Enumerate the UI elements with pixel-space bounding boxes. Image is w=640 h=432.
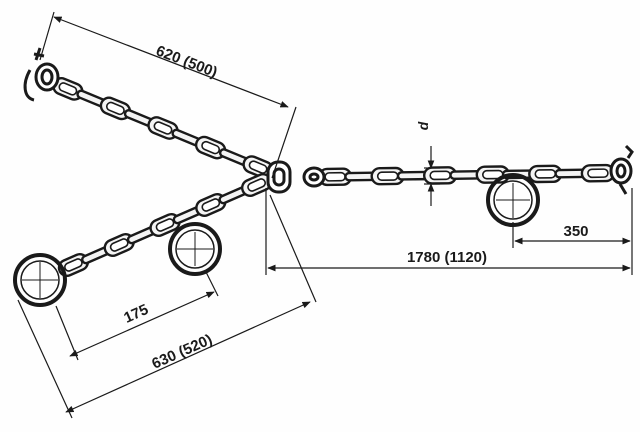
dimension-label-upper-leg: 620 (500) xyxy=(154,42,220,81)
dimension-label-end-offset: 350 xyxy=(563,223,588,240)
main-chain xyxy=(317,163,616,187)
chain-link xyxy=(528,164,563,184)
lower-chain-leg xyxy=(57,172,273,278)
chain-link xyxy=(194,135,227,160)
master-link xyxy=(266,160,326,194)
dimension-link-diameter xyxy=(424,146,440,206)
dimension-main-chain xyxy=(265,188,633,275)
dimension-label-main-chain: 1780 (1120) xyxy=(407,249,487,266)
left-end-ring xyxy=(13,253,67,307)
upper-chain-leg xyxy=(52,77,274,179)
chain-link xyxy=(57,252,90,278)
dimension-upper-leg xyxy=(39,11,297,179)
dimension-label-lower-leg: 630 (520) xyxy=(149,331,215,373)
right-end-hook xyxy=(609,144,634,195)
lower-middle-ring xyxy=(168,222,222,276)
chain-link xyxy=(580,163,616,183)
upper-end-hook xyxy=(23,47,60,102)
main-chain-ring xyxy=(486,173,540,227)
dimension-label-diameter: d xyxy=(415,121,431,130)
dimension-label-ring-spacing: 175 xyxy=(121,301,151,327)
dimension-lower-leg xyxy=(17,194,317,419)
